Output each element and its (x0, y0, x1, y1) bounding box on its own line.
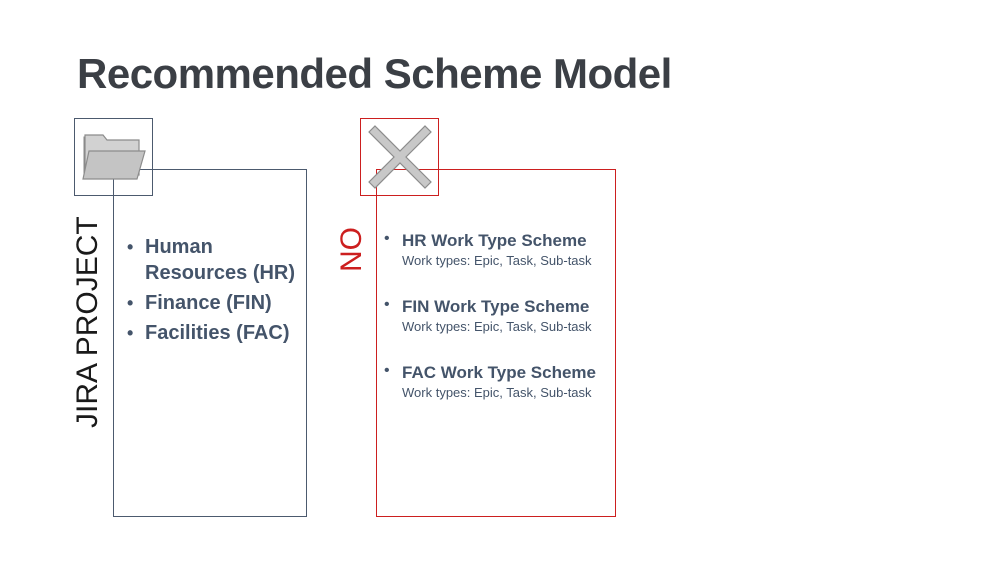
list-item: FAC Work Type Scheme Work types: Epic, T… (381, 362, 613, 402)
no-label: NO (335, 227, 368, 272)
no-panel (376, 169, 616, 517)
list-item: Facilities (FAC) (124, 320, 299, 346)
jira-project-label: JIRA PROJECT (71, 216, 104, 428)
scheme-title: FIN Work Type Scheme (402, 297, 590, 316)
page-title: Recommended Scheme Model (77, 50, 672, 97)
list-item: Finance (FIN) (124, 290, 299, 316)
folder-icon-box (74, 118, 153, 196)
list-item: FIN Work Type Scheme Work types: Epic, T… (381, 296, 613, 336)
scheme-title: FAC Work Type Scheme (402, 363, 596, 382)
scheme-title: HR Work Type Scheme (402, 231, 587, 250)
x-icon-box (360, 118, 439, 196)
project-panel (113, 169, 307, 517)
list-item: Human Resources (HR) (124, 234, 299, 286)
x-icon (367, 125, 432, 189)
list-item: HR Work Type Scheme Work types: Epic, Ta… (381, 230, 613, 270)
scheme-subtitle: Work types: Epic, Task, Sub-task (402, 319, 592, 334)
folder-icon (81, 134, 146, 180)
scheme-list: HR Work Type Scheme Work types: Epic, Ta… (381, 230, 613, 428)
scheme-subtitle: Work types: Epic, Task, Sub-task (402, 385, 592, 400)
scheme-subtitle: Work types: Epic, Task, Sub-task (402, 253, 592, 268)
project-list: Human Resources (HR) Finance (FIN) Facil… (124, 234, 299, 350)
